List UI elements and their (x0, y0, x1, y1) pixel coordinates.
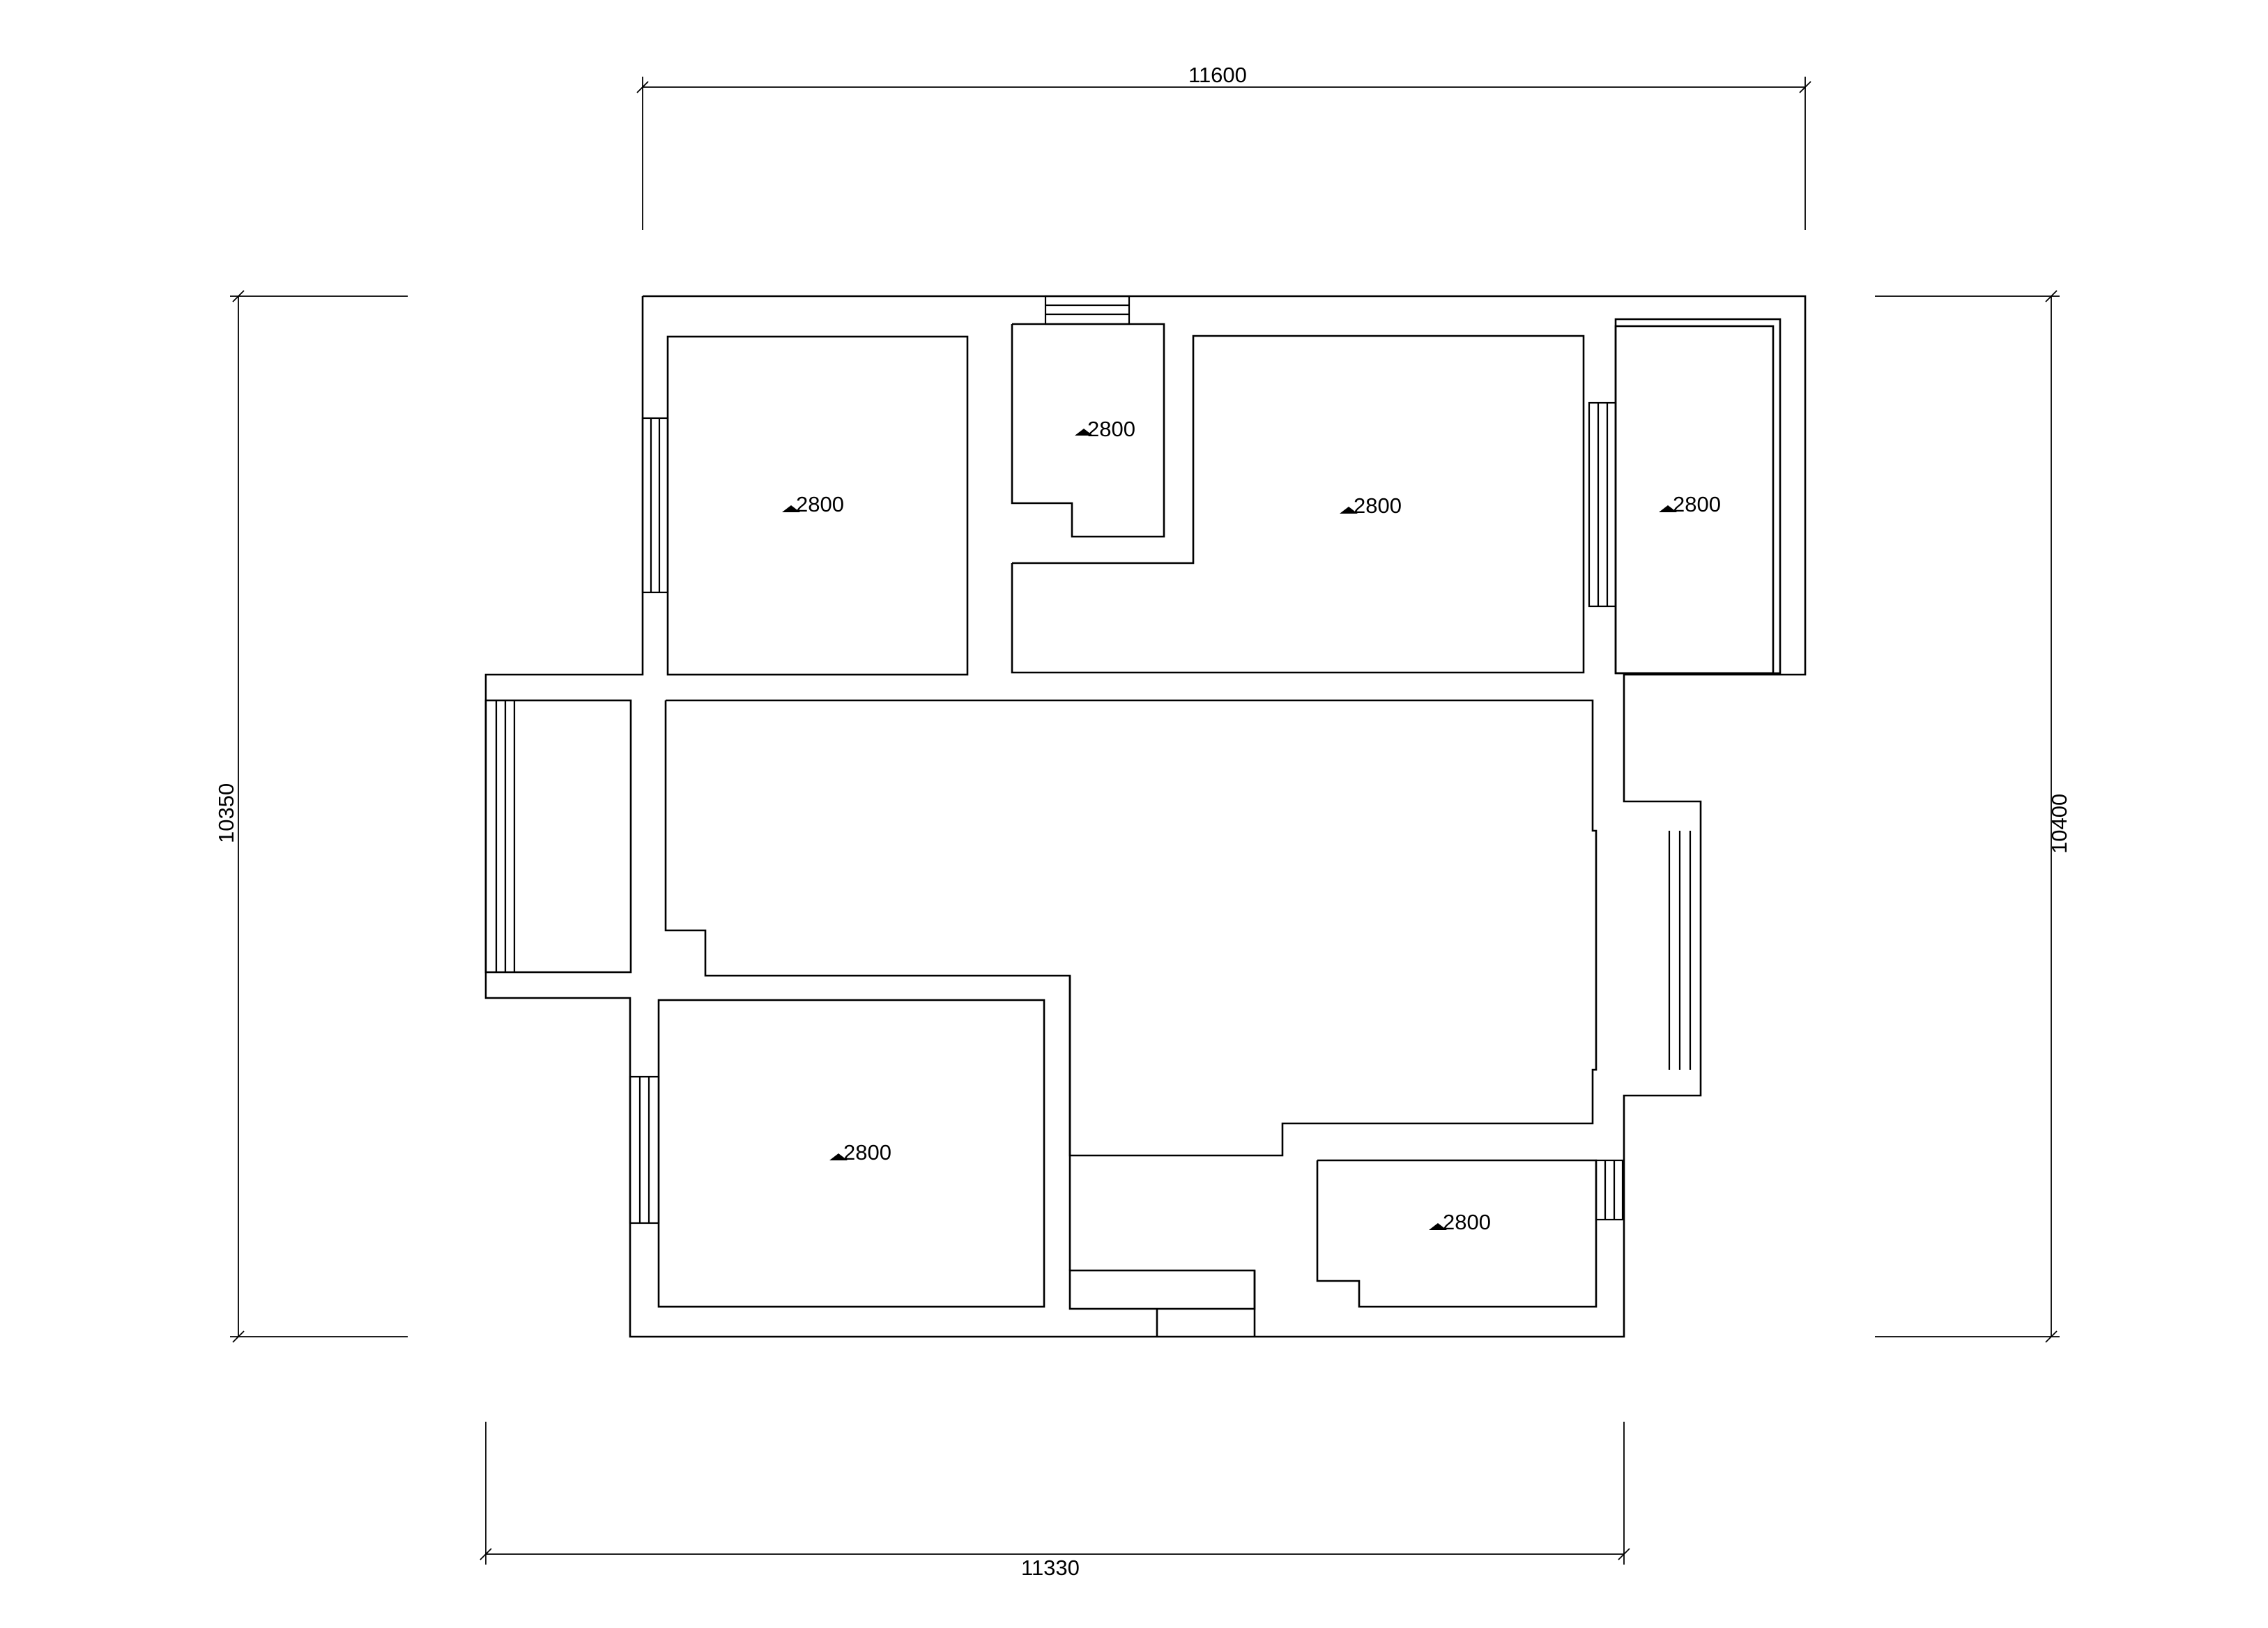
ceiling-label-n: 2800 (1087, 417, 1135, 441)
ceiling-label-ne: 2800 (1673, 492, 1721, 516)
windows (495, 295, 1692, 1224)
ceiling-markers: 2800 2800 2800 2800 2800 2800 (782, 417, 1721, 1234)
ceiling-label-sw: 2800 (843, 1140, 891, 1165)
overall-dimensions: 11600 11330 10350 10400 (214, 63, 2071, 1580)
dim-left-total: 10350 (214, 783, 238, 843)
dim-right-total: 10400 (2047, 794, 2071, 854)
ceiling-label-se: 2800 (1443, 1210, 1491, 1234)
dim-bottom-total: 11330 (1021, 1556, 1080, 1580)
ceiling-label-living: 2800 (1354, 493, 1402, 518)
walls (484, 295, 1807, 1338)
dim-top-total: 11600 (1188, 63, 1247, 87)
ceiling-label-nw: 2800 (796, 492, 844, 516)
